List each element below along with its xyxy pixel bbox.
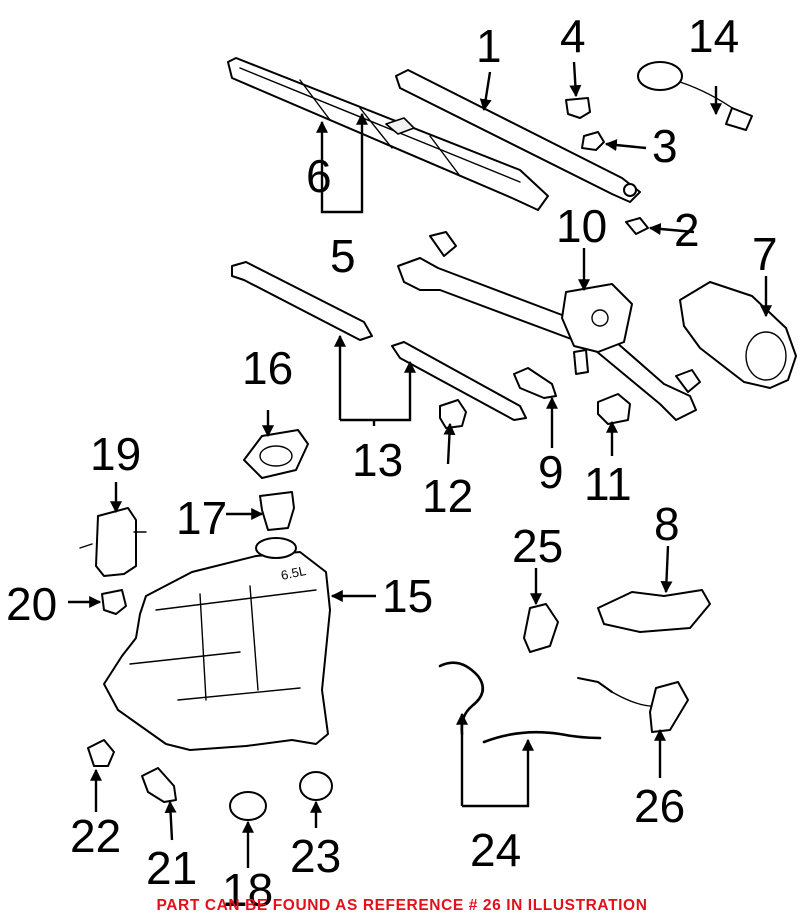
callout-2: 2 [674, 204, 700, 256]
callout-6: 6 [306, 150, 332, 202]
bracket-9 [513, 367, 557, 399]
wiper-arm [395, 69, 641, 203]
callout-24: 24 [470, 824, 521, 876]
callout-14: 14 [688, 10, 739, 62]
arm-cap [565, 97, 591, 119]
nozzle-21 [141, 767, 177, 803]
callout-16: 16 [242, 342, 293, 394]
wiper-motor [679, 281, 797, 389]
rain-sensor [637, 61, 753, 131]
nozzle-bracket [597, 589, 711, 633]
callout-7: 7 [752, 228, 778, 280]
callout-1: 1 [476, 20, 502, 72]
grommet-18 [229, 791, 267, 821]
callout-8: 8 [654, 498, 680, 550]
callout-17: 17 [176, 492, 227, 544]
callout-3: 3 [652, 120, 678, 172]
grommet-22 [87, 739, 115, 767]
callout-18: 18 [222, 864, 273, 916]
callout-21: 21 [146, 842, 197, 894]
callout-23: 23 [290, 830, 341, 882]
bushing-12 [439, 399, 467, 429]
footer-note: PART CAN BE FOUND AS REFERENCE # 26 IN I… [156, 897, 647, 914]
washer-pump [79, 507, 147, 577]
callout-22: 22 [70, 810, 121, 862]
callout-9: 9 [538, 446, 564, 498]
callout-4: 4 [560, 10, 586, 62]
tank-capacity-label: 6.5L [280, 563, 308, 583]
arm-washer [625, 217, 649, 235]
arm-nut [581, 131, 605, 151]
callout-11: 11 [584, 458, 632, 510]
wiper-blade [227, 57, 549, 211]
drive-links [231, 261, 527, 421]
grommet-23 [299, 771, 333, 801]
callout-25: 25 [512, 520, 563, 572]
callout-numbers: 1 2 3 4 5 6 7 8 9 10 11 12 13 14 15 16 1… [6, 10, 778, 916]
callout-13: 13 [352, 434, 403, 486]
callout-15: 15 [382, 570, 433, 622]
jet-nozzle [523, 603, 559, 653]
callout-12: 12 [422, 470, 473, 522]
pump-grommet [101, 589, 127, 615]
leader-lines [68, 61, 772, 868]
callout-10: 10 [556, 200, 607, 252]
grommet-11 [597, 393, 631, 425]
washer-hoses [438, 661, 602, 744]
heated-nozzle-26 [577, 677, 689, 733]
filler-neck [259, 491, 295, 531]
wiper-linkage [397, 231, 701, 421]
callout-5: 5 [330, 230, 356, 282]
callout-19: 19 [90, 428, 141, 480]
washer-reservoir: 6.5L [103, 537, 331, 751]
filler-cap [243, 429, 309, 479]
callout-20: 20 [6, 578, 57, 630]
callout-26: 26 [634, 780, 685, 832]
